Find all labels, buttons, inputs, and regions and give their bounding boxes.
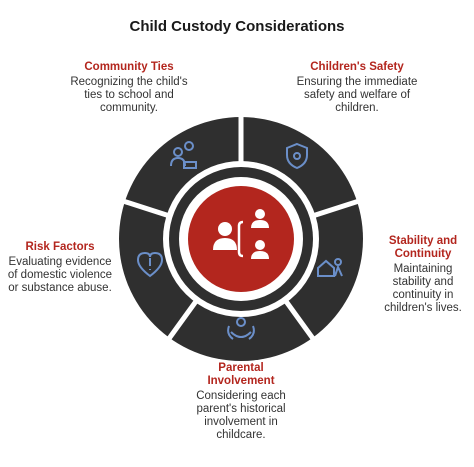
caring-hands-icon bbox=[227, 317, 255, 340]
parent-children-icon bbox=[213, 209, 269, 259]
heart-warning-icon bbox=[136, 251, 164, 278]
community-ties-description: Recognizing the child's ties to school a… bbox=[70, 76, 188, 114]
section-parental-involvement: Parental Involvement Considering each pa… bbox=[184, 362, 298, 442]
stability-continuity-heading: Stability and Continuity bbox=[388, 235, 458, 260]
outer-ring bbox=[119, 115, 363, 361]
section-risk-factors: Risk Factors Evaluating evidence of dome… bbox=[6, 241, 114, 295]
childrens-safety-heading: Children's Safety bbox=[310, 61, 404, 73]
childrens-safety-description: Ensuring the immediate safety and welfar… bbox=[296, 76, 418, 114]
section-childrens-safety: Children's Safety Ensuring the immediate… bbox=[296, 61, 418, 115]
diagram-title: Child Custody Considerations bbox=[129, 18, 345, 35]
shield-child-icon bbox=[286, 142, 308, 170]
house-child-icon bbox=[317, 258, 343, 277]
section-community-ties: Community Ties Recognizing the child's t… bbox=[68, 61, 190, 115]
parental-involvement-heading: Parental Involvement bbox=[207, 362, 275, 387]
community-ties-heading: Community Ties bbox=[84, 61, 174, 73]
center-circle bbox=[188, 186, 294, 292]
parental-involvement-description: Considering each parent's historical inv… bbox=[196, 390, 286, 441]
community-people-icon bbox=[170, 141, 197, 169]
stability-continuity-description: Maintaining stability and continuity in … bbox=[384, 263, 462, 314]
risk-factors-heading: Risk Factors bbox=[25, 241, 95, 253]
section-stability-continuity: Stability and Continuity Maintaining sta… bbox=[378, 235, 468, 315]
risk-factors-description: Evaluating evidence of domestic violence… bbox=[7, 256, 113, 294]
